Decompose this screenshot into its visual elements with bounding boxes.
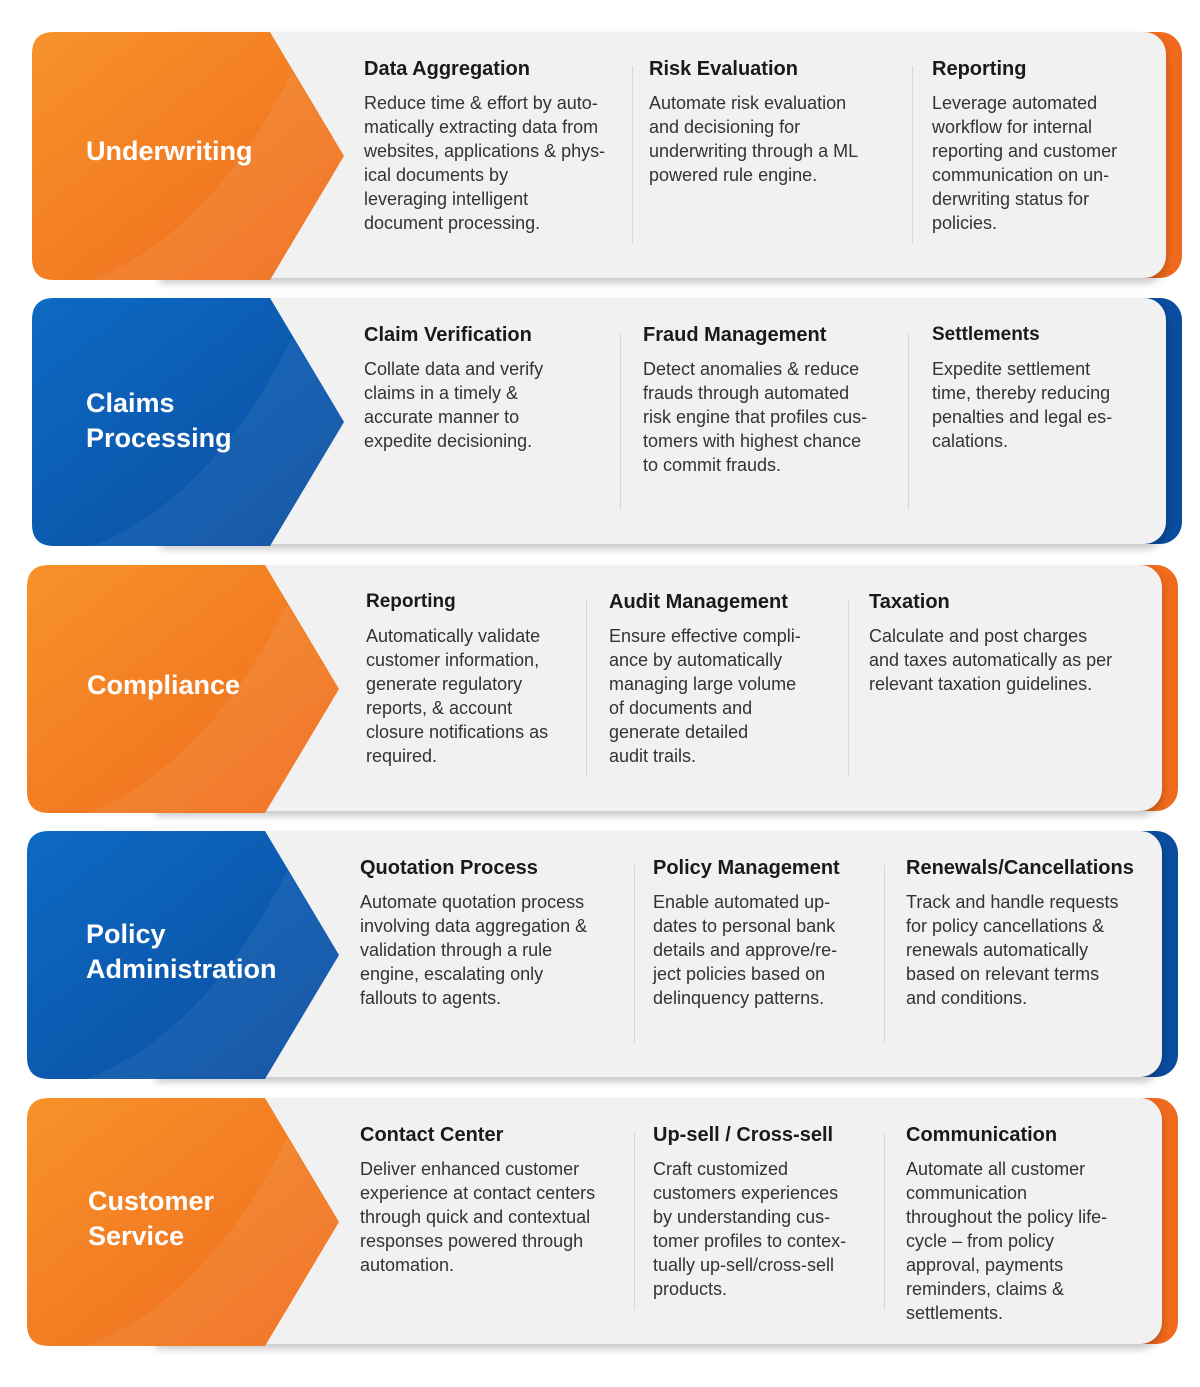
row-underwriting: Underwriting Data Aggregation Reduce tim… — [0, 32, 1200, 284]
item-heading: Fraud Management — [643, 324, 827, 346]
item-heading: Data Aggregation — [364, 58, 530, 80]
column-divider — [908, 332, 909, 510]
item-body: Automate all customer communication thro… — [906, 1159, 1108, 1323]
item-body: Calculate and post charges and taxes aut… — [869, 626, 1113, 694]
item-reporting: Reporting Leverage automated workflow fo… — [932, 56, 1117, 235]
item-body: Track and handle requests for policy can… — [906, 892, 1119, 1008]
item-heading: Taxation — [869, 591, 950, 613]
column-divider — [634, 865, 635, 1043]
item-body: Collate data and verify claims in a time… — [364, 359, 544, 451]
section-chevron — [32, 32, 344, 280]
item-upsell-crosssell: Up-sell / Cross-sell Craft customized cu… — [653, 1122, 846, 1301]
column-divider — [884, 1132, 885, 1310]
section-title: Claims Processing — [86, 388, 232, 453]
item-body: Craft customized customers experiences b… — [653, 1159, 847, 1299]
item-communication: Communication Automate all customer comm… — [906, 1122, 1107, 1325]
row-policy-administration: Policy Administration Quotation Process … — [0, 831, 1200, 1083]
item-heading: Up-sell / Cross-sell — [653, 1124, 834, 1146]
item-quotation-process: Quotation Process Automate quotation pro… — [360, 855, 587, 1010]
item-renewals-cancellations: Renewals/Cancellations Track and handle … — [906, 855, 1134, 1010]
item-settlements: Settlements Expedite settlement time, th… — [932, 322, 1112, 453]
item-risk-evaluation: Risk Evaluation Automate risk evaluation… — [649, 56, 858, 187]
section-chevron — [27, 1098, 339, 1346]
item-heading: Settlements — [932, 324, 1040, 345]
item-heading: Quotation Process — [360, 857, 538, 879]
item-heading: Renewals/Cancellations — [906, 857, 1134, 879]
column-divider — [632, 66, 633, 244]
item-heading: Reporting — [932, 58, 1027, 80]
item-body: Leverage automated workflow for internal… — [932, 93, 1118, 233]
item-body: Deliver enhanced customer experience at … — [360, 1159, 596, 1275]
item-taxation: Taxation Calculate and post charges and … — [869, 589, 1112, 696]
section-title: Underwriting — [86, 136, 253, 166]
column-divider — [912, 66, 913, 244]
item-audit-management: Audit Management Ensure effective compli… — [609, 589, 801, 768]
column-divider — [586, 599, 587, 777]
row-claims-processing: Claims Processing Claim Verification Col… — [0, 298, 1200, 550]
item-reporting: Reporting Automatically validate custome… — [366, 589, 548, 768]
column-divider — [634, 1132, 635, 1310]
item-heading: Communication — [906, 1124, 1058, 1146]
row-customer-service: Customer Service Contact Center Deliver … — [0, 1098, 1200, 1350]
section-title: Compliance — [87, 670, 241, 700]
column-divider — [848, 599, 849, 777]
item-heading: Policy Management — [653, 857, 840, 879]
item-claim-verification: Claim Verification Collate data and veri… — [364, 322, 543, 453]
item-body: Automatically validate customer informat… — [366, 626, 549, 766]
item-heading: Contact Center — [360, 1124, 504, 1146]
item-heading: Reporting — [366, 591, 456, 612]
column-divider — [884, 865, 885, 1043]
item-policy-management: Policy Management Enable automated up- d… — [653, 855, 840, 1010]
section-title: Customer Service — [88, 1186, 215, 1251]
section-chevron — [27, 565, 339, 813]
item-body: Reduce time & effort by auto- matically … — [364, 93, 606, 233]
item-heading: Risk Evaluation — [649, 58, 798, 80]
section-chevron — [27, 831, 339, 1079]
item-body: Automate risk evaluation and decisioning… — [649, 93, 859, 185]
item-fraud-management: Fraud Management Detect anomalies & redu… — [643, 322, 867, 477]
section-title: Policy Administration — [86, 919, 277, 984]
item-heading: Audit Management — [609, 591, 788, 613]
item-contact-center: Contact Center Deliver enhanced customer… — [360, 1122, 595, 1277]
item-data-aggregation: Data Aggregation Reduce time & effort by… — [364, 56, 605, 235]
item-body: Enable automated up- dates to personal b… — [653, 892, 838, 1008]
item-body: Automate quotation process involving dat… — [360, 892, 588, 1008]
column-divider — [620, 332, 621, 510]
row-compliance: Compliance Reporting Automatically valid… — [0, 565, 1200, 817]
section-chevron — [32, 298, 344, 546]
item-body: Detect anomalies & reduce frauds through… — [643, 359, 868, 475]
item-body: Ensure effective compli- ance by automat… — [609, 626, 801, 766]
item-body: Expedite settlement time, thereby reduci… — [932, 359, 1113, 451]
item-heading: Claim Verification — [364, 324, 532, 346]
